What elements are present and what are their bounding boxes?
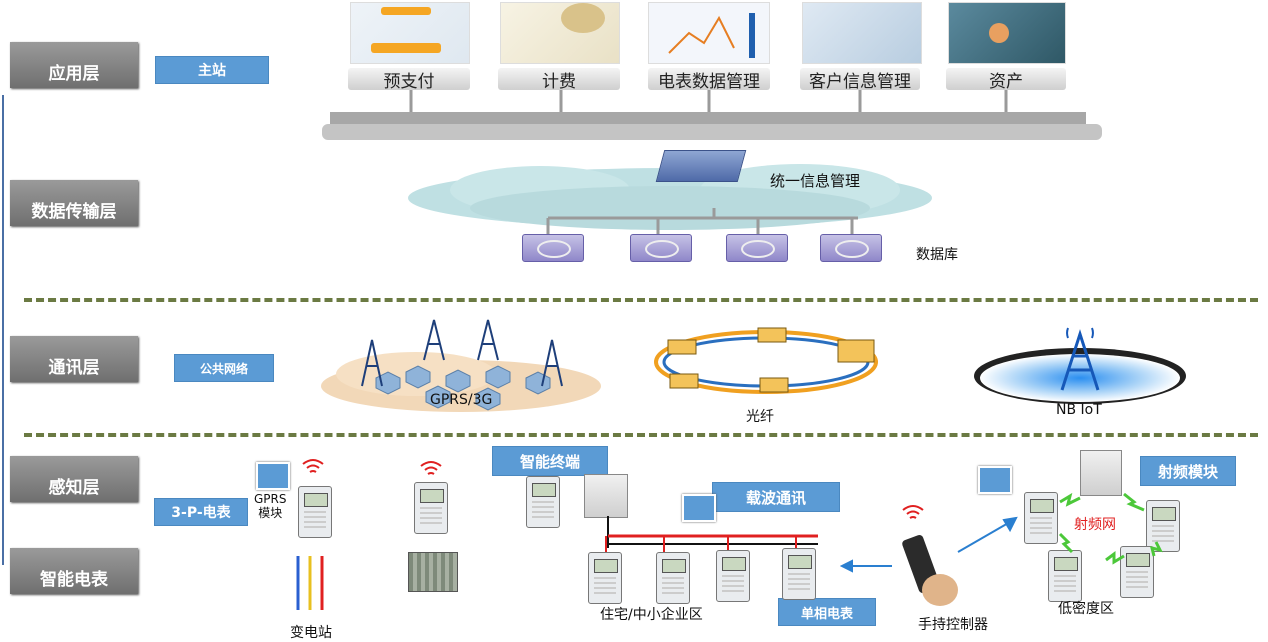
- low-density-label: 低密度区: [1058, 601, 1114, 617]
- app-tab-meter-data[interactable]: 电表数据管理: [648, 68, 770, 92]
- nbiot-tower: [974, 327, 1186, 404]
- rf-meter: [1120, 546, 1154, 598]
- handheld-label: 手持控制器: [918, 617, 988, 633]
- rf-meter: [1146, 500, 1180, 552]
- concentrator-icon: [584, 474, 628, 518]
- tag-smart-terminal: 智能终端: [492, 446, 608, 476]
- gprs-network: [321, 319, 601, 412]
- arrows: [840, 516, 1018, 573]
- rf-links: [1058, 492, 1163, 565]
- db-connectors: [546, 208, 858, 234]
- terminal-meter: [526, 476, 560, 528]
- app-thumb-customer-info: [802, 2, 922, 64]
- rf-signal-icon: [902, 505, 924, 519]
- database-icon: [726, 234, 788, 262]
- database-icon: [820, 234, 882, 262]
- residential-meter: [656, 552, 690, 604]
- rf-meter: [1048, 550, 1082, 602]
- app-tab-customer-info[interactable]: 客户信息管理: [800, 68, 920, 92]
- app-tab-prepay[interactable]: 预支付: [348, 68, 470, 92]
- rf-network-label: 射频网: [1074, 517, 1116, 533]
- app-tab-billing[interactable]: 计费: [498, 68, 620, 92]
- gprs-module-label: GPRS 模块: [254, 492, 287, 520]
- app-bus: [322, 90, 1102, 140]
- left-accent-line: [2, 95, 4, 565]
- carrier-module-icon: [682, 494, 716, 522]
- nbiot-label: NB IoT: [1056, 402, 1102, 418]
- substation-label: 变电站: [290, 625, 332, 641]
- layer-application: 应用层: [10, 42, 138, 88]
- server-icon: [655, 150, 747, 182]
- database-icon: [522, 234, 584, 262]
- rf-module-icon: [978, 466, 1012, 494]
- transformer-icon: [408, 552, 458, 592]
- handheld-controller-icon: [902, 535, 958, 606]
- tag-public-network: 公共网络: [174, 354, 274, 382]
- layer-perception: 感知层: [10, 456, 138, 502]
- tower-icon: [361, 319, 563, 387]
- gprs-module-icon: [256, 462, 290, 490]
- rf-meter: [1024, 492, 1058, 544]
- fiber-ring: [654, 327, 878, 394]
- data-cloud: [408, 164, 932, 230]
- app-tab-assets[interactable]: 资产: [946, 68, 1066, 92]
- residential-meter: [588, 552, 622, 604]
- database-label: 数据库: [916, 247, 958, 263]
- app-thumb-meter-data: [648, 2, 770, 64]
- tag-rf-module: 射频模块: [1140, 456, 1236, 486]
- divider-bottom: [24, 433, 1258, 437]
- three-phase-meter: [298, 486, 332, 538]
- tag-carrier-comm: 载波通讯: [712, 482, 840, 512]
- app-thumb-assets: [948, 2, 1066, 64]
- chart-icon: [668, 13, 755, 58]
- app-thumb-prepay: [350, 2, 470, 64]
- layer-transport: 数据传输层: [10, 180, 138, 226]
- meter-icon: [414, 482, 448, 534]
- fiber-label: 光纤: [746, 409, 774, 425]
- rf-signal-icon: [302, 459, 324, 473]
- residential-meter: [782, 548, 816, 600]
- tag-single-phase-meter: 单相电表: [778, 598, 876, 626]
- rf-concentrator-icon: [1080, 450, 1122, 496]
- layer-communication: 通讯层: [10, 336, 138, 382]
- database-icon: [630, 234, 692, 262]
- gprs-label: GPRS/3G: [430, 392, 493, 408]
- tag-master-station: 主站: [155, 56, 269, 84]
- unified-info-label: 统一信息管理: [770, 172, 861, 190]
- residential-label: 住宅/中小企业区: [600, 607, 703, 623]
- rf-signal-icon: [420, 461, 442, 475]
- substation-lines: [296, 556, 324, 610]
- layer-smart-meter: 智能电表: [10, 548, 138, 594]
- divider-top: [24, 298, 1258, 302]
- app-thumb-billing: [500, 2, 620, 64]
- tag-three-phase-meter: 3-P-电表: [154, 498, 248, 526]
- residential-meter: [716, 550, 750, 602]
